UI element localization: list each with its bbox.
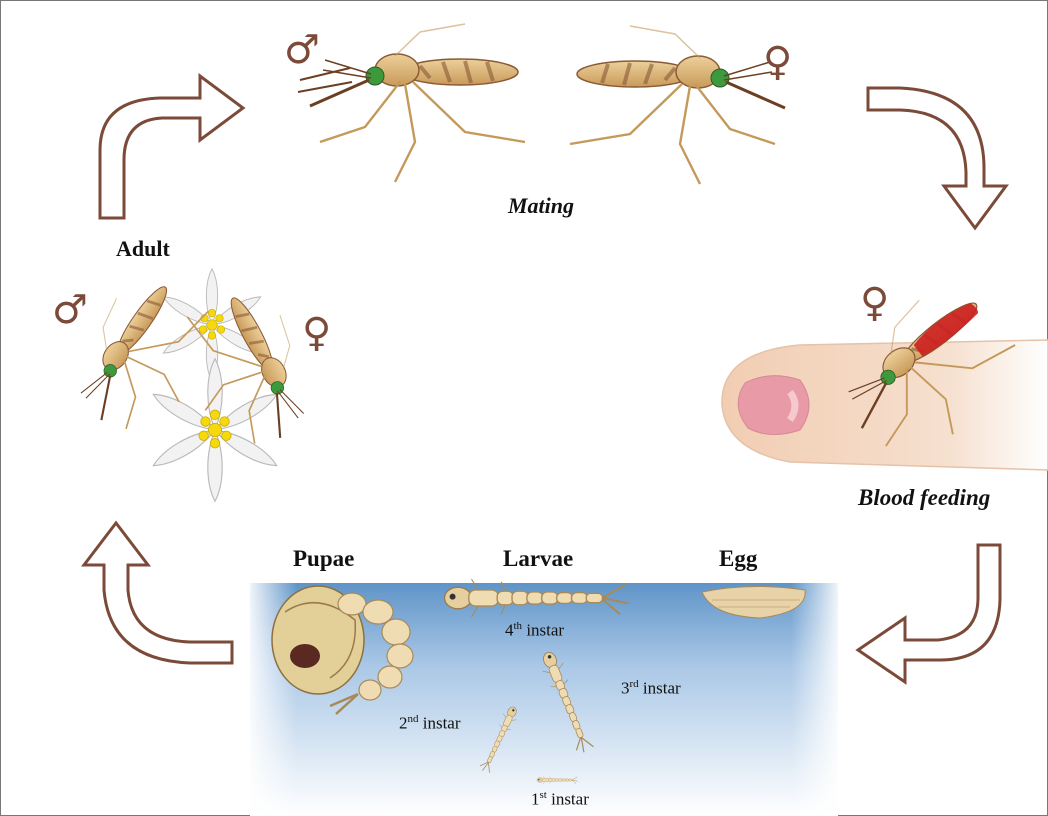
instar-label-4th: 4th instar <box>505 620 564 641</box>
stage-label-pupae: Pupae <box>293 546 354 572</box>
male-symbol-icon: ♂ <box>284 30 320 70</box>
mating-mosquitoes <box>298 24 785 184</box>
instar-label-3rd: 3rd instar <box>621 678 681 699</box>
male-symbol-icon: ♂ <box>52 290 88 330</box>
female-symbol-icon: ♀ <box>302 313 331 353</box>
stage-label-adult: Adult <box>116 236 170 262</box>
instar-label-2nd: 2nd instar <box>399 713 461 734</box>
female-symbol-icon: ♀ <box>763 42 792 82</box>
stage-label-egg: Egg <box>719 546 757 572</box>
female-symbol-icon: ♀ <box>860 283 889 323</box>
stage-label-blood-feeding: Blood feeding <box>858 485 990 511</box>
instar-label-1st: 1st instar <box>531 789 589 810</box>
stage-label-mating: Mating <box>508 193 574 219</box>
stage-label-larvae: Larvae <box>503 546 573 572</box>
adult-mosquitoes-on-flowers <box>54 264 331 501</box>
